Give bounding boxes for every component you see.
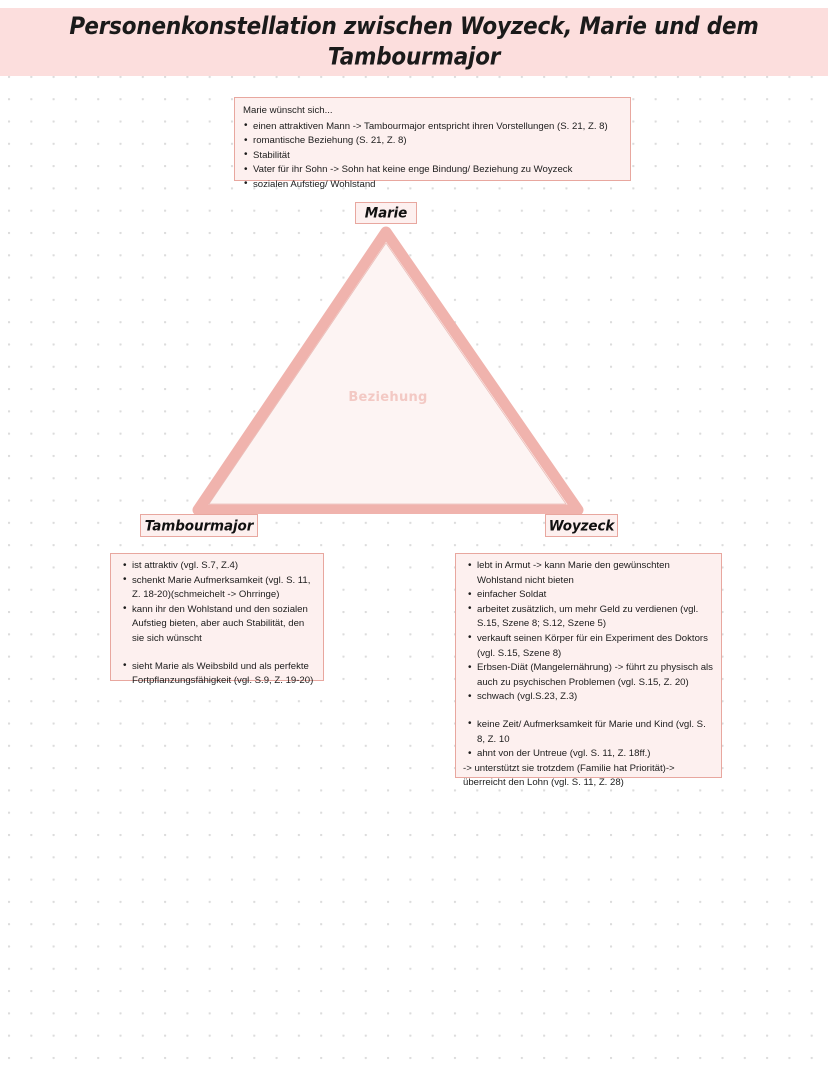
list-item: Stabilität bbox=[243, 148, 622, 164]
list-item: keine Zeit/ Aufmerksamkeit für Marie und… bbox=[463, 717, 714, 747]
woyzeck-notes-list: lebt in Armut -> kann Marie den gewünsch… bbox=[463, 558, 714, 791]
list-item: sieht Marie als Weibsbild und als perfek… bbox=[118, 659, 316, 689]
triangle-center-label: Beziehung bbox=[348, 390, 428, 405]
list-item: verkauft seinen Körper für ein Experimen… bbox=[463, 631, 714, 661]
title-banner: Personenkonstellation zwischen Woyzeck, … bbox=[0, 8, 828, 76]
list-item: romantische Beziehung (S. 21, Z. 8) bbox=[243, 134, 622, 149]
marie-wishes-box: Marie wünscht sich... einen attraktiven … bbox=[234, 97, 631, 192]
triangle-shape bbox=[192, 226, 584, 514]
list-item: arbeitet zusätzlich, um mehr Geld zu ver… bbox=[463, 602, 714, 632]
list-item: kann ihr den Wohlstand und den sozialen … bbox=[118, 602, 316, 647]
list-item: ist attraktiv (vgl. S.7, Z.4) bbox=[118, 559, 316, 574]
node-label-woyzeck[interactable]: Woyzeck bbox=[545, 514, 618, 537]
list-item: -> unterstützt sie trotzdem (Familie hat… bbox=[463, 762, 675, 789]
node-label-marie-text: Marie bbox=[364, 204, 408, 222]
marie-wishes-list: einen attraktiven Mann -> Tambourmajor e… bbox=[243, 119, 622, 193]
node-label-tambourmajor-text: Tambourmajor bbox=[144, 516, 254, 535]
list-item: ahnt von der Untreue (vgl. S. 11, Z. 18f… bbox=[463, 747, 714, 762]
list-item: sozialen Aufstieg/ Wohlstand bbox=[243, 177, 622, 193]
tambourmajor-notes-box: ist attraktiv (vgl. S.7, Z.4) schenkt Ma… bbox=[110, 553, 324, 686]
list-item: schwach (vgl.S.23, Z.3) bbox=[463, 690, 714, 705]
page-title: Personenkonstellation zwischen Woyzeck, … bbox=[69, 12, 759, 72]
node-label-marie[interactable]: Marie bbox=[355, 202, 417, 224]
relationship-triangle: Beziehung bbox=[188, 222, 588, 514]
list-item: lebt in Armut -> kann Marie den gewünsch… bbox=[463, 558, 714, 588]
list-item: schenkt Marie Aufmerksamkeit (vgl. S. 11… bbox=[118, 573, 316, 603]
marie-wishes-lead: Marie wünscht sich... bbox=[243, 105, 333, 116]
tambourmajor-notes-list: ist attraktiv (vgl. S.7, Z.4) schenkt Ma… bbox=[118, 559, 316, 689]
node-label-woyzeck-text: Woyzeck bbox=[548, 516, 615, 535]
list-item: einen attraktiven Mann -> Tambourmajor e… bbox=[243, 119, 622, 135]
list-item: Vater für ihr Sohn -> Sohn hat keine eng… bbox=[243, 163, 622, 178]
list-item: einfacher Soldat bbox=[463, 588, 714, 603]
list-item: Erbsen-Diät (Mangelernährung) -> führt z… bbox=[463, 661, 714, 690]
woyzeck-notes-box: lebt in Armut -> kann Marie den gewünsch… bbox=[455, 553, 722, 788]
node-label-tambourmajor[interactable]: Tambourmajor bbox=[140, 514, 258, 537]
